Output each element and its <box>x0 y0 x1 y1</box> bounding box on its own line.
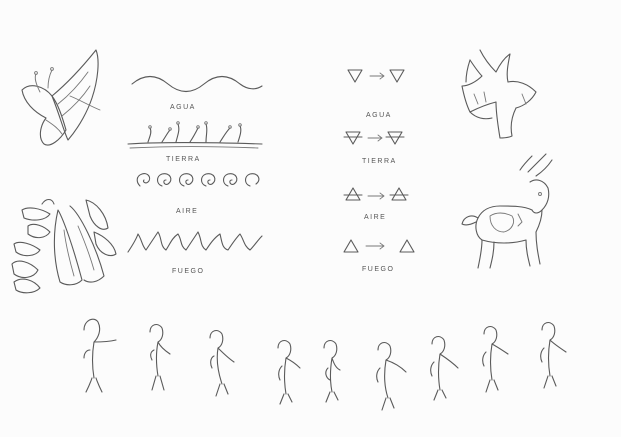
tierra-triangles-icon <box>344 132 404 144</box>
walking-figure-icon <box>278 341 300 404</box>
fuego-flames-icon <box>128 232 262 252</box>
walking-figure-icon <box>483 327 508 392</box>
label-fuego-left: FUEGO <box>172 268 204 275</box>
agua-waves-icon <box>132 77 262 92</box>
walking-figure-icon <box>324 341 340 402</box>
label-aire-left: AIRE <box>176 208 198 215</box>
walking-figure-icon <box>210 331 234 396</box>
fuego-triangles-icon <box>344 240 414 252</box>
label-agua-left: AGUA <box>170 104 196 111</box>
label-fuego-right: FUEGO <box>362 266 394 273</box>
walking-figure-icon <box>431 337 458 400</box>
walking-figures-sequence <box>84 319 566 410</box>
agua-triangles-icon <box>348 70 404 82</box>
aire-spirals-icon <box>137 174 259 186</box>
butterfly-sketch-icon <box>22 50 100 145</box>
walking-figure-icon <box>150 325 170 390</box>
walking-figure-icon <box>541 323 566 388</box>
aire-triangles-icon <box>344 188 408 200</box>
label-tierra-right: TIERRA <box>362 158 397 165</box>
tierra-sprouts-icon <box>128 122 262 148</box>
hands-sketch-icon <box>12 200 116 293</box>
deer-sketch-icon <box>462 154 552 268</box>
label-agua-right: AGUA <box>366 112 392 119</box>
label-tierra-left: TIERRA <box>166 156 201 163</box>
label-aire-right: AIRE <box>364 214 386 221</box>
walking-figure-icon <box>84 319 116 392</box>
bird-sketch-icon <box>462 50 536 138</box>
walking-figure-icon <box>377 343 406 410</box>
